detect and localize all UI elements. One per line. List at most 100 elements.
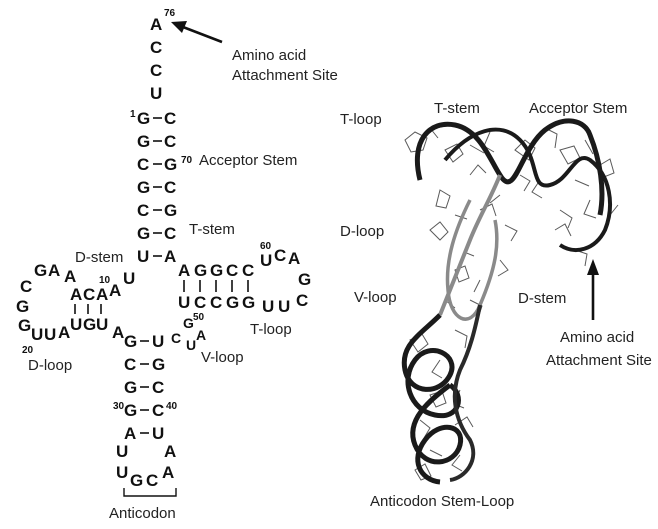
- label-acceptor-stem-right: Acceptor Stem: [529, 100, 627, 117]
- label-d-loop-right: D-loop: [340, 223, 384, 240]
- tstem-top-5: C: [242, 261, 254, 280]
- num-1: 1: [130, 109, 136, 120]
- num-50: 50: [193, 312, 205, 323]
- num-20: 20: [22, 345, 34, 356]
- label-v-loop-right: V-loop: [354, 289, 397, 306]
- num-76: 76: [164, 8, 176, 19]
- vloop-c: C: [171, 330, 181, 346]
- acc-r1: C: [164, 109, 176, 128]
- acloop-u2: U: [116, 463, 128, 482]
- dloop-c: C: [20, 277, 32, 296]
- tloop-u1: U: [260, 251, 272, 270]
- tstem-bot-3: C: [210, 293, 222, 312]
- tstem-bot-5: G: [242, 293, 255, 312]
- label-t-loop-right: T-loop: [340, 111, 382, 128]
- tstem-bot-2: C: [194, 293, 206, 312]
- label-acceptor-stem-left: Acceptor Stem: [199, 152, 297, 169]
- acc-l5: C: [137, 201, 149, 220]
- label-anticodon: Anticodon: [109, 505, 176, 522]
- nt-c74: C: [150, 61, 162, 80]
- ac-l1: G: [124, 332, 137, 351]
- tstem-top-1: A: [178, 261, 190, 280]
- ac-l3: G: [124, 378, 137, 397]
- num-30: 30: [113, 401, 125, 412]
- tloop-a: A: [288, 249, 300, 268]
- dstem-top-3: A: [96, 285, 108, 304]
- tstem-top-3: G: [210, 261, 223, 280]
- tstem-bot-4: G: [226, 293, 239, 312]
- dloop-a3: A: [58, 323, 70, 342]
- label-attachment-site-right: Attachment Site: [546, 352, 652, 369]
- ac-r1: U: [152, 332, 164, 351]
- nt-a76: A: [150, 15, 162, 34]
- acloop-g: G: [130, 471, 143, 490]
- ac-r4: C: [152, 401, 164, 420]
- nt-a26: A: [112, 323, 124, 342]
- label-v-loop-left: V-loop: [201, 349, 244, 366]
- tloop-g: G: [298, 270, 311, 289]
- vloop-u: U: [186, 337, 196, 353]
- dloop-u2: U: [44, 325, 56, 344]
- acloop-a2: A: [164, 442, 176, 461]
- acc-l1: G: [137, 109, 150, 128]
- tstem-bot-1: U: [178, 293, 190, 312]
- tstem-top-4: C: [226, 261, 238, 280]
- ac-r5: U: [152, 424, 164, 443]
- nt-a9: A: [109, 281, 121, 300]
- tloop-c2: C: [296, 291, 308, 310]
- dloop-g3: G: [18, 316, 31, 335]
- acc-l6: G: [137, 224, 150, 243]
- label-amino-acid-left: Amino acid: [232, 47, 306, 64]
- ribbon-backbone: [404, 121, 610, 482]
- dstem-top-2: C: [83, 285, 95, 304]
- acc-r4: C: [164, 178, 176, 197]
- acc-l2: G: [137, 132, 150, 151]
- acloop-u1: U: [116, 442, 128, 461]
- ac-r3: C: [152, 378, 164, 397]
- label-t-stem-right: T-stem: [434, 100, 480, 117]
- dloop-a1: A: [48, 261, 60, 280]
- acc-r2: C: [164, 132, 176, 151]
- label-d-stem-left: D-stem: [75, 249, 123, 266]
- vloop-a: A: [196, 327, 206, 343]
- ac-l2: C: [124, 355, 136, 374]
- tstem-top-2: G: [194, 261, 207, 280]
- dstem-top-1: A: [70, 285, 82, 304]
- label-anticodon-stem-loop: Anticodon Stem-Loop: [370, 493, 514, 510]
- acc-r5: G: [164, 201, 177, 220]
- label-amino-acid-right: Amino acid: [560, 329, 634, 346]
- dloop-g2: G: [16, 297, 29, 316]
- dloop-u1: U: [31, 325, 43, 344]
- tloop-u3: U: [262, 297, 274, 316]
- attachment-arrow-left: [183, 27, 222, 42]
- dstem-bot-1: U: [70, 315, 82, 334]
- acloop-a1: A: [162, 463, 174, 482]
- nt-u73: U: [150, 84, 162, 103]
- acc-r7: A: [164, 247, 176, 266]
- acc-l4: G: [137, 178, 150, 197]
- tloop-u2: U: [278, 297, 290, 316]
- attachment-arrowhead-right: [587, 259, 599, 275]
- num-70: 70: [181, 155, 193, 166]
- num-40: 40: [166, 401, 178, 412]
- ac-r2: G: [152, 355, 165, 374]
- dstem-bot-2: G: [83, 315, 96, 334]
- tloop-c1: C: [274, 246, 286, 265]
- cloverleaf-diagram: A 76 C C U Amino acid Attachment Site 1 …: [16, 8, 338, 522]
- acc-l7: U: [137, 247, 149, 266]
- ac-l5: A: [124, 424, 136, 443]
- dloop-a2: A: [64, 267, 76, 286]
- trna-3d-structure: T-loop T-stem Acceptor Stem D-loop V-loo…: [340, 100, 652, 510]
- label-attachment-site-left: Attachment Site: [232, 67, 338, 84]
- label-t-stem-left: T-stem: [189, 221, 235, 238]
- label-d-stem-right: D-stem: [518, 290, 566, 307]
- nt-u8: U: [123, 269, 135, 288]
- dloop-g1: G: [34, 261, 47, 280]
- acc-r3: G: [164, 155, 177, 174]
- acloop-c: C: [146, 471, 158, 490]
- label-t-loop-left: T-loop: [250, 321, 292, 338]
- label-d-loop-left: D-loop: [28, 357, 72, 374]
- acc-l3: C: [137, 155, 149, 174]
- dstem-bot-3: U: [96, 315, 108, 334]
